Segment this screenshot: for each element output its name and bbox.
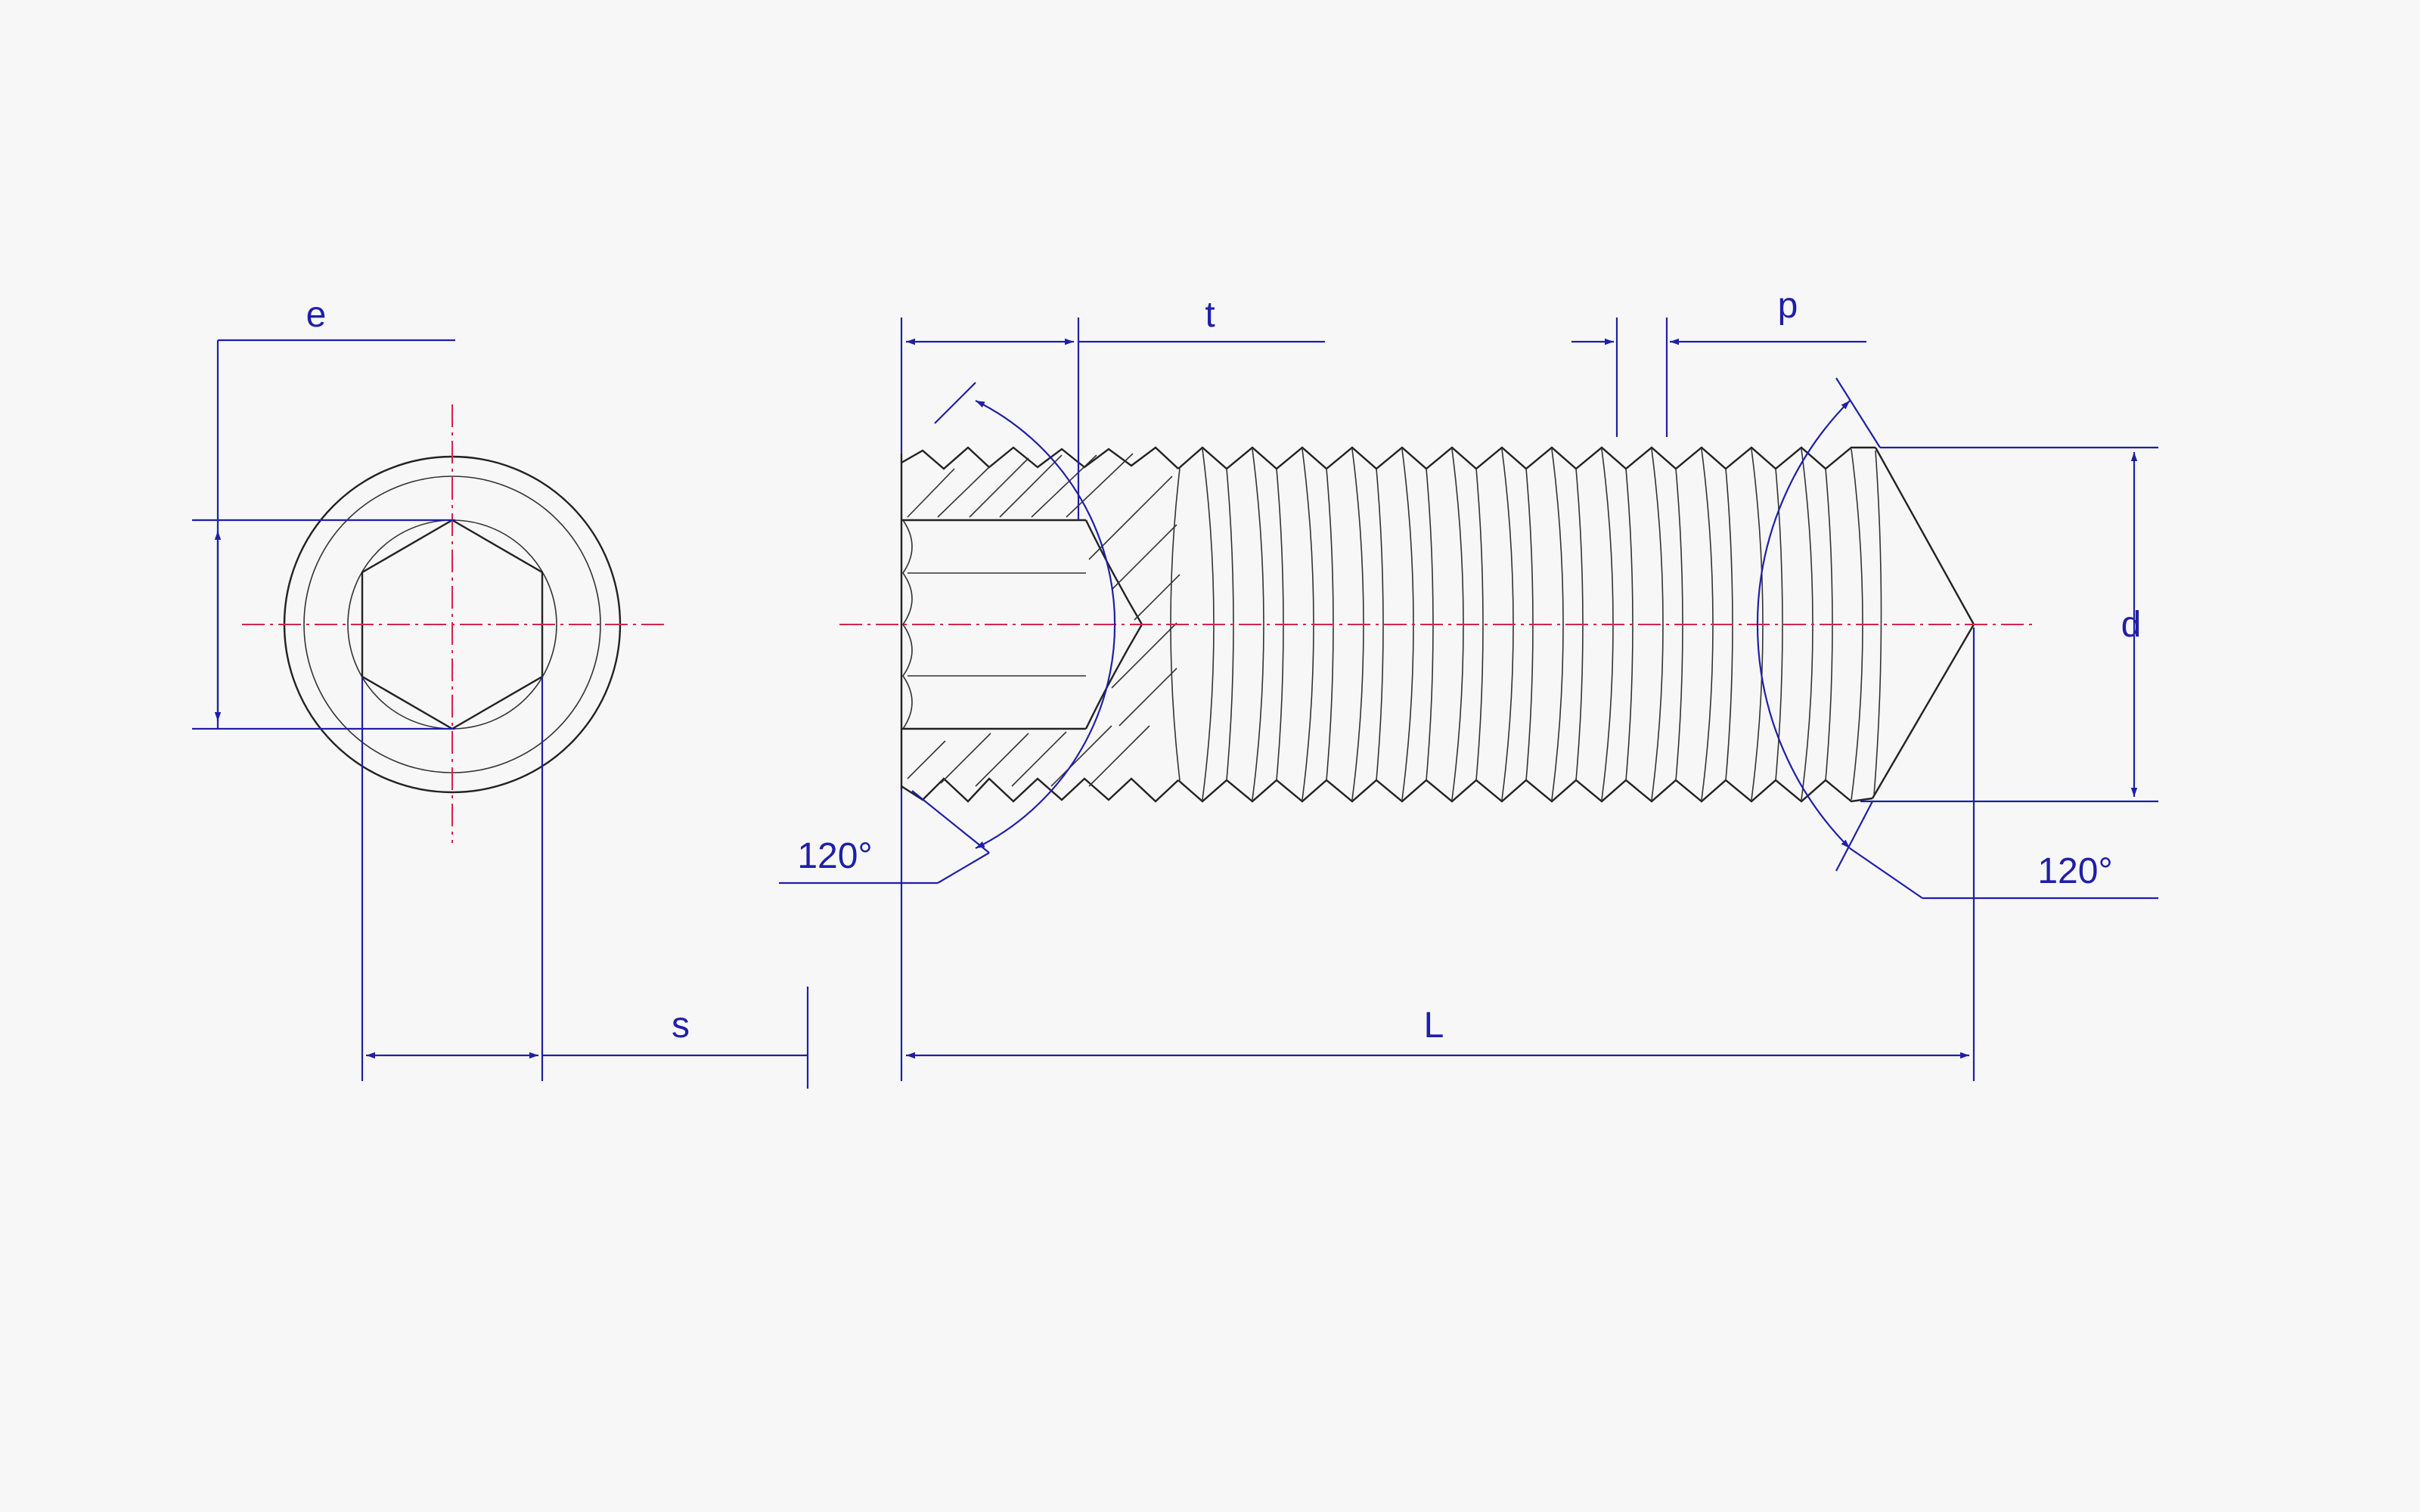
dimension-L: L bbox=[900, 627, 1975, 1081]
dimension-e: e bbox=[192, 295, 455, 730]
dimension-d: d bbox=[1860, 446, 2158, 803]
angle-dimension-right: 120° bbox=[1756, 377, 2158, 900]
label-e: e bbox=[306, 295, 327, 335]
label-angle-left: 120° bbox=[797, 836, 872, 876]
label-d: d bbox=[2121, 605, 2142, 645]
socket-section bbox=[900, 446, 1181, 803]
side-view: t p d L bbox=[779, 286, 2158, 1081]
end-view: e s bbox=[192, 295, 809, 1089]
angle-dimension-left: 120° bbox=[779, 382, 1116, 885]
label-L: L bbox=[1424, 1005, 1444, 1046]
dimension-t: t bbox=[900, 295, 1325, 520]
section-hatch bbox=[907, 453, 1181, 787]
label-angle-right: 120° bbox=[2037, 851, 2112, 891]
dimension-p: p bbox=[1571, 286, 1866, 437]
label-t: t bbox=[1205, 295, 1215, 335]
label-s: s bbox=[672, 1005, 690, 1046]
dimension-s: s bbox=[361, 677, 809, 1089]
label-p: p bbox=[1778, 286, 1798, 326]
